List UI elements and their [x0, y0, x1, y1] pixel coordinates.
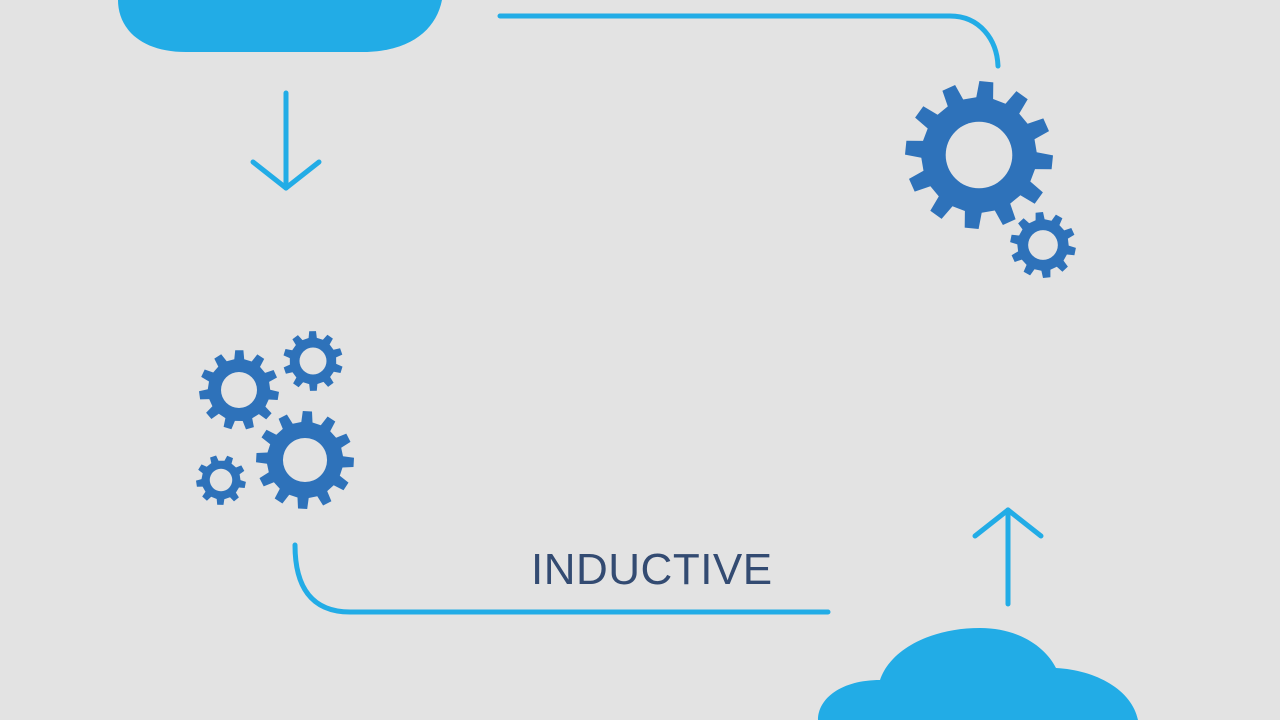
- gears-cluster-icon: [196, 331, 354, 509]
- large-gear-icon: [905, 81, 1053, 229]
- down-arrow-icon: [250, 90, 322, 191]
- gear-icon: [196, 455, 246, 505]
- gear-icon: [283, 331, 343, 391]
- small-gear-icon: [1010, 212, 1076, 278]
- top-cloud-icon: [118, 0, 442, 52]
- top-gears-icon: [905, 81, 1076, 278]
- bottom-cloud-icon: [818, 628, 1138, 720]
- top-connector-line: [497, 13, 1001, 69]
- gear-icon: [199, 350, 279, 430]
- up-arrow-icon: [972, 507, 1044, 607]
- bottom-connector-line: [292, 542, 831, 615]
- gear-icon: [256, 411, 354, 509]
- inductive-label: INDUCTIVE: [531, 545, 773, 594]
